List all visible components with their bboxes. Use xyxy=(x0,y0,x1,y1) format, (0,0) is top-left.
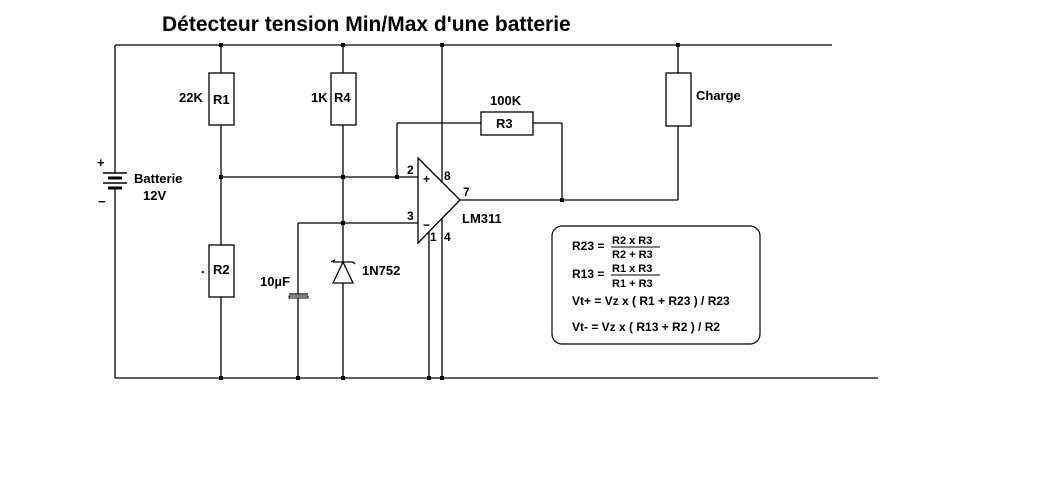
diagram-title: Détecteur tension Min/Max d'une batterie xyxy=(162,13,571,36)
comparator-part: LM311 xyxy=(462,211,502,226)
formula-r13-numerator: R1 x R3 xyxy=(612,263,652,275)
zener-diode xyxy=(330,259,356,284)
pin-4: 4 xyxy=(444,230,451,244)
pin-1: 1 xyxy=(430,230,437,244)
battery-voltage: 12V xyxy=(143,188,166,203)
pin-7: 7 xyxy=(463,185,470,199)
formula-r23-denominator: R2 + R3 xyxy=(612,249,653,261)
capacitor xyxy=(288,293,309,299)
formula-r23-numerator: R2 x R3 xyxy=(612,235,652,247)
comparator-lm311 xyxy=(417,156,461,245)
battery-plus-sign: + xyxy=(97,155,105,170)
r1-name: R1 xyxy=(213,92,230,107)
zener-part: 1N752 xyxy=(362,263,400,278)
junction-dots xyxy=(219,43,680,380)
resistor-r2 xyxy=(208,244,235,298)
plus-input-sign: + xyxy=(423,172,430,186)
r4-value: 1K xyxy=(311,90,328,105)
load-resistor xyxy=(665,72,692,127)
formula-box xyxy=(551,225,761,345)
resistor-r1 xyxy=(208,72,235,126)
r2-value: . xyxy=(201,261,205,276)
battery-minus-sign: − xyxy=(98,194,106,209)
formula-r13-lhs: R13 = xyxy=(572,267,604,281)
battery-label: Batterie xyxy=(134,171,182,186)
pin-2: 2 xyxy=(407,163,414,177)
r2-name: R2 xyxy=(213,262,230,277)
capacitor-value: 10µF xyxy=(260,274,290,289)
r3-name: R3 xyxy=(496,116,513,131)
r4-name: R4 xyxy=(334,90,351,105)
formula-r23-lhs: R23 = xyxy=(572,239,604,253)
r3-value: 100K xyxy=(490,93,522,108)
formula-vt-plus: Vt+ = Vz x ( R1 + R23 ) / R23 xyxy=(572,294,730,308)
resistor-r4 xyxy=(330,72,357,126)
pin-8: 8 xyxy=(444,169,451,183)
minus-input-sign: − xyxy=(423,218,430,232)
battery xyxy=(103,45,127,378)
formula-vt-minus: Vt- = Vz x ( R13 + R2 ) / R2 xyxy=(572,320,720,334)
pin-3: 3 xyxy=(407,209,414,223)
r1-value: 22K xyxy=(179,90,203,105)
load-label: Charge xyxy=(696,88,741,103)
formula-r13-denominator: R1 + R3 xyxy=(612,278,653,290)
